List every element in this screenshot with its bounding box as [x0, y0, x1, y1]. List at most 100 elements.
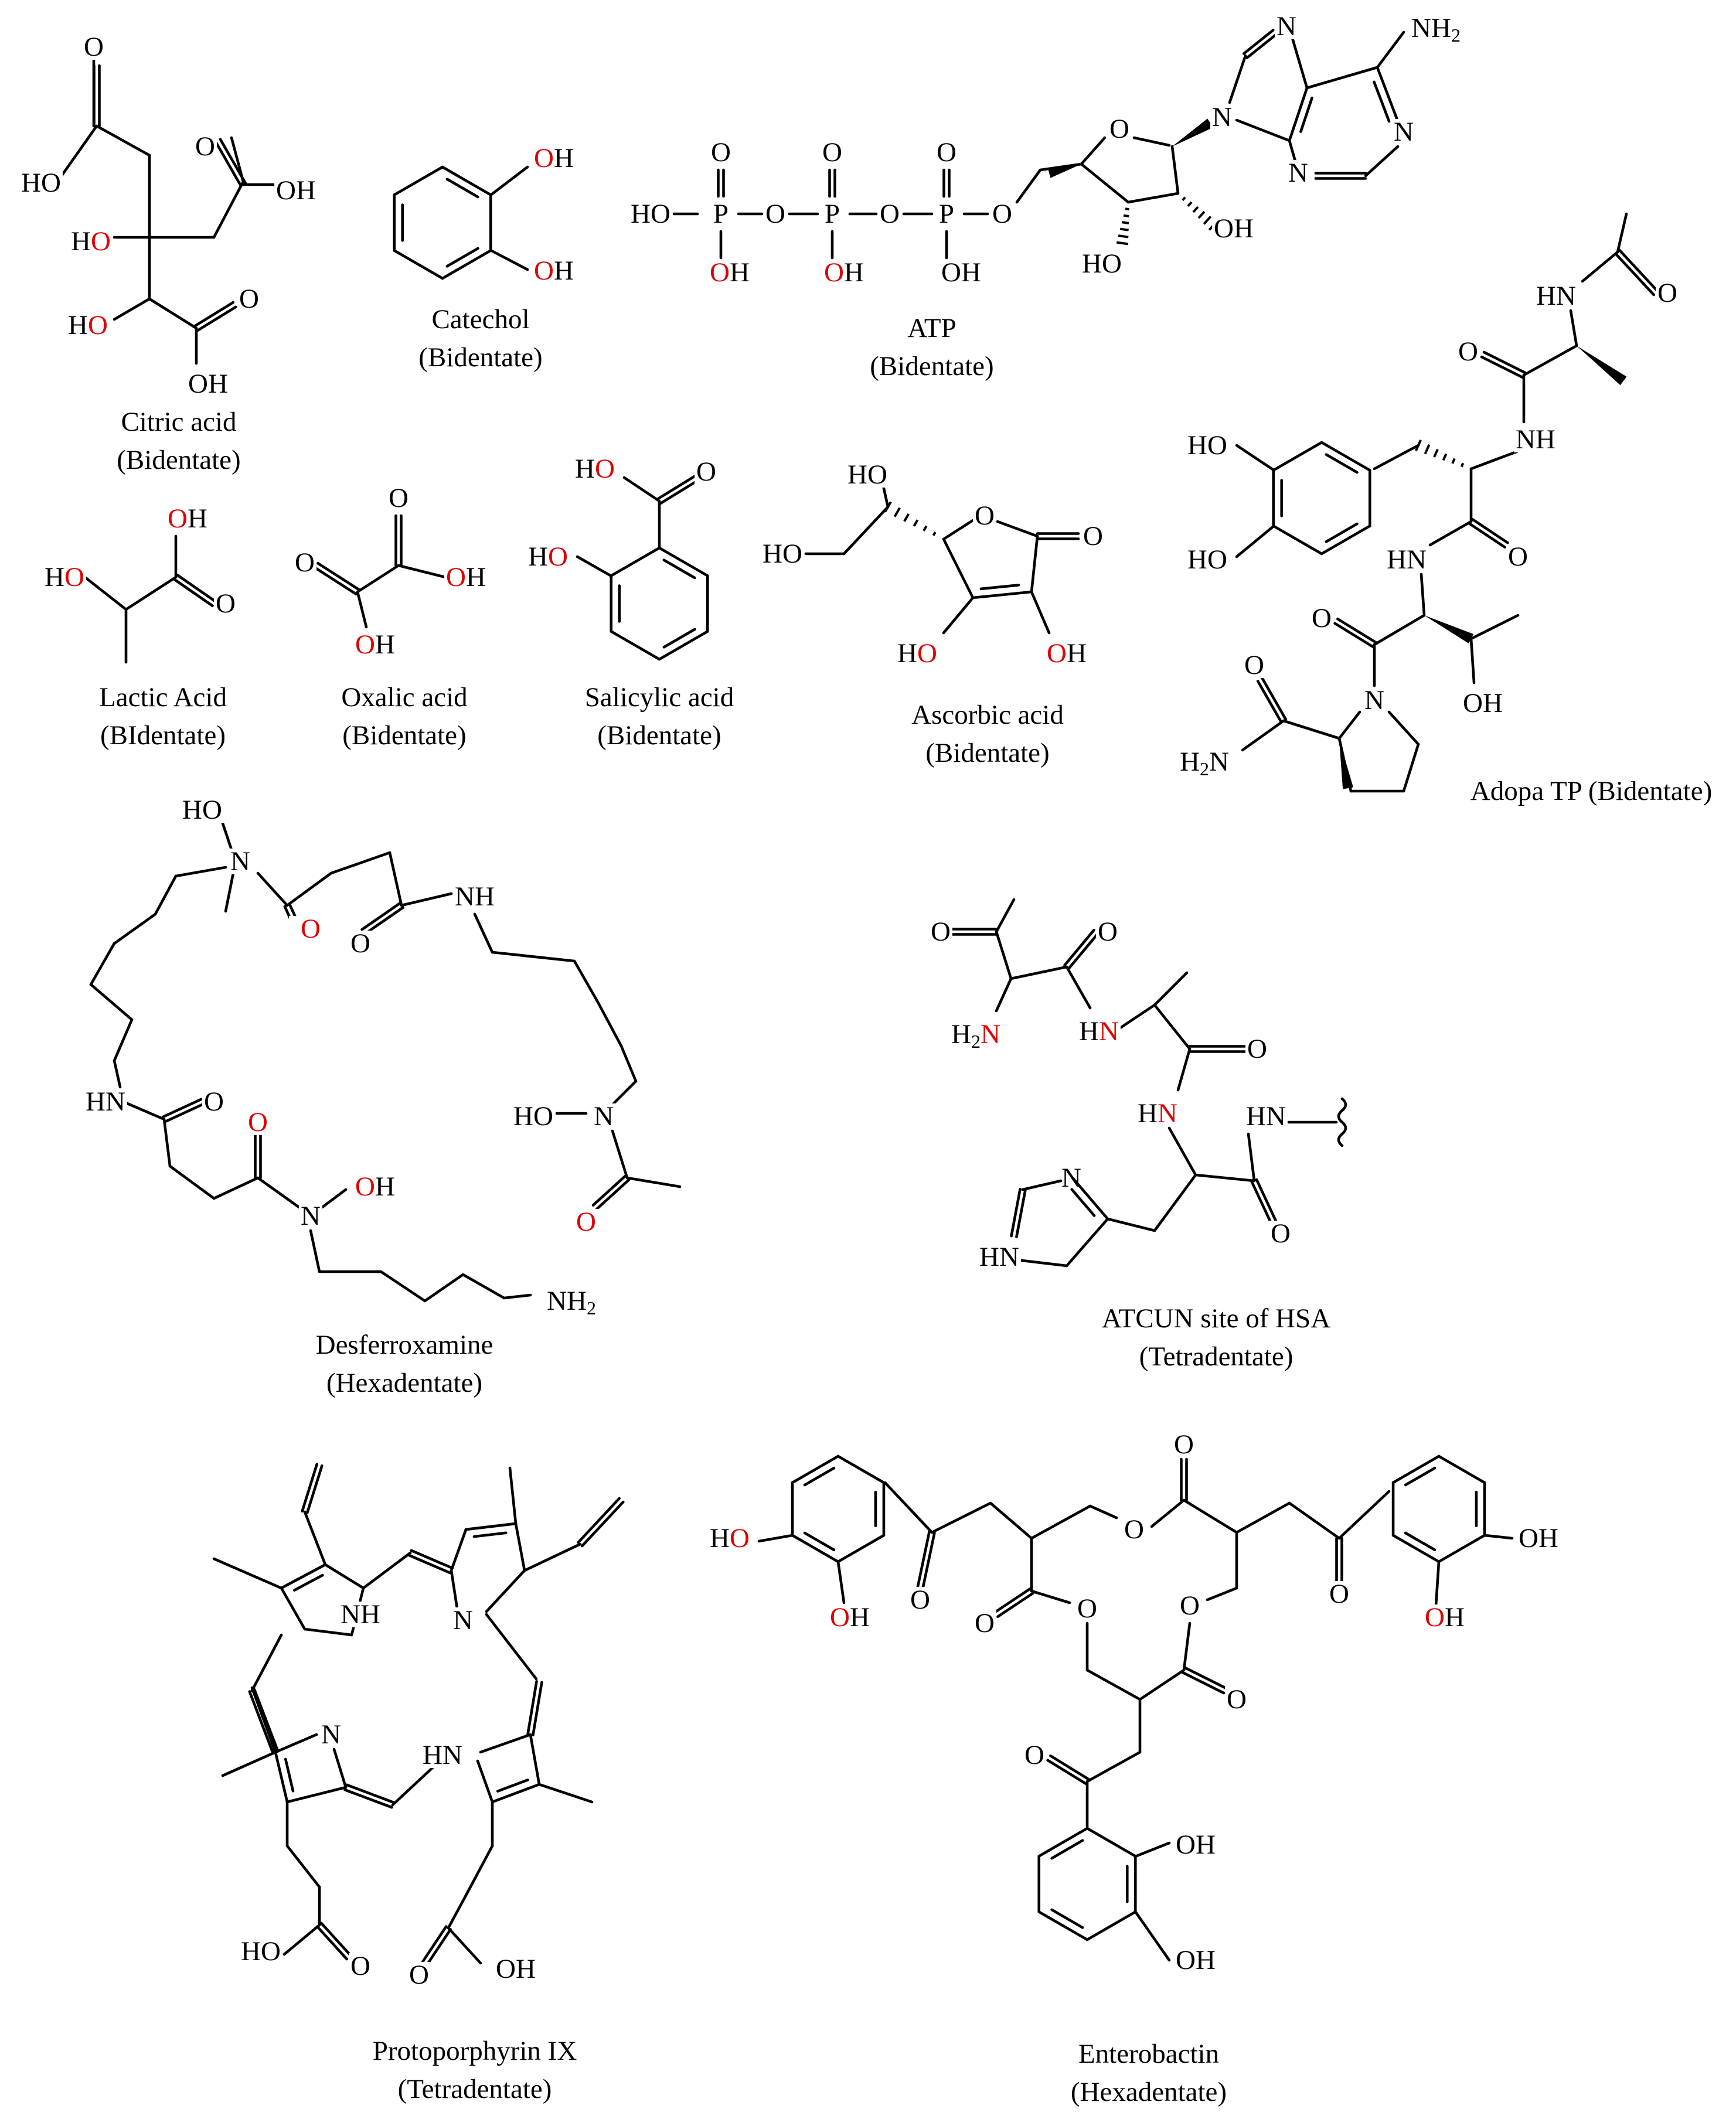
dfo-c5	[162, 1118, 172, 1168]
adopa-thr-o: O	[1312, 603, 1332, 633]
ent-ring-bottom-bond-5	[1037, 1827, 1089, 1858]
ent-core-7	[1085, 1668, 1142, 1701]
ascorbic-c2-c3	[971, 590, 1033, 599]
adenine-c4-c5-inner	[1299, 96, 1313, 133]
adopa-hn3: HN	[1387, 544, 1427, 575]
adopa-dopa-ring-bond-1	[1320, 524, 1371, 556]
dfo-o-n	[221, 822, 233, 851]
adopa-dopa-carbonyl-2	[1471, 517, 1509, 544]
ascorbic-c4-o	[942, 519, 975, 541]
citric-o3: O	[239, 284, 259, 314]
ppix-meso-2b-2	[532, 1681, 543, 1737]
adopa-ho1: HO	[1187, 430, 1227, 461]
dfo-c4-carbonyl-2	[363, 906, 404, 935]
ppix-meso-1b-2	[410, 1549, 454, 1570]
ppix-cooh-c-carbonyl	[421, 1925, 448, 1963]
atcun-hn2: HN	[1079, 1016, 1119, 1047]
citric-o2: O	[195, 131, 215, 162]
ribose-o: O	[1109, 114, 1129, 144]
ppix-d-3	[274, 1733, 318, 1754]
atcun-hn3: HN	[1138, 1098, 1177, 1129]
atcun-ca3-c	[1194, 1173, 1256, 1183]
ribose-c2-c3	[1126, 192, 1180, 204]
ppix-meso-4-2	[248, 1690, 275, 1755]
ppix-b-1	[450, 1528, 468, 1572]
atcun-c2-carbonyl	[1067, 932, 1100, 970]
dfo-oh5: OH	[355, 1171, 395, 1202]
adenine-n3: N	[1288, 158, 1308, 188]
ent-ring-right-bond-3	[1437, 1534, 1486, 1563]
citric-o1: O	[84, 32, 104, 62]
caption-catechol: Catechol	[431, 304, 529, 335]
dfo-c1-c2	[285, 871, 333, 907]
ppix-b-5	[450, 1569, 459, 1610]
dfo-c4-carbonyl	[360, 902, 401, 931]
ent-core-o2: O	[1180, 1590, 1200, 1621]
adopa-thr-wedge	[1424, 615, 1474, 644]
ent-right-ketone-o: O	[1329, 1579, 1349, 1609]
dfo-c6	[168, 1164, 216, 1200]
caption-citric-acid: Citric acid	[121, 407, 236, 437]
ribose-c1-n-wedge	[1172, 118, 1213, 147]
adopa-dopa-ring-bond-1-inner	[1325, 522, 1359, 543]
imid-n3-c2	[1021, 1179, 1063, 1191]
dfo-chain-1	[473, 912, 494, 954]
dfo-rc-2	[379, 1270, 427, 1303]
ent-ring-right-bond-0	[1391, 1454, 1441, 1484]
oxalic-oh1: OH	[446, 562, 486, 592]
atp-p3-oxo-o: O	[937, 137, 956, 168]
ppix-d-1	[332, 1747, 348, 1789]
ascorbic-c2-c3-inner	[979, 584, 1020, 591]
ppix-a-2	[303, 1627, 353, 1637]
ppix-ho-d: HO	[241, 1936, 281, 1967]
ent-left-ketone-o: O	[910, 1585, 930, 1615]
lactic-c2-oh	[83, 575, 128, 611]
caption-lactic-acid-denticity: (BIdentate)	[100, 720, 226, 751]
citric-oh2: OH	[276, 175, 316, 206]
ent-ring-left-bond-4-inner	[803, 1466, 836, 1487]
adopa-nh2: NH	[1516, 424, 1555, 455]
ppix-a-4	[324, 1563, 365, 1590]
oxalic-c1-oh	[397, 564, 447, 579]
dfo-lc-2	[113, 912, 157, 945]
ppix-c-db	[491, 1783, 541, 1804]
adenine-c5-c6	[1305, 66, 1379, 90]
ppix-meso-1	[362, 1551, 412, 1590]
lactic-carbonyl-2	[176, 574, 217, 603]
dfo-n5: N	[301, 1201, 321, 1231]
oxalic-oh2: OH	[355, 629, 395, 660]
ent-ring-bottom-bond-3-inner	[1050, 1908, 1084, 1929]
citric-c4-oh-bond	[113, 297, 151, 321]
ascorbic-oh2: OH	[1047, 638, 1087, 669]
ent-right-aryl-co	[1337, 1490, 1391, 1540]
dfo-c2-c3	[329, 851, 392, 875]
imid-hn1: HN	[979, 1242, 1019, 1272]
adopa-ca1-c	[1522, 344, 1578, 377]
ribose-c3-oh-hash	[1116, 207, 1129, 246]
ent-ring-bottom-bond-0	[1085, 1827, 1137, 1858]
ent-ring-right-bond-0-inner	[1404, 1466, 1437, 1487]
lactic-ho: HO	[45, 562, 84, 592]
atcun-c2-carbonyl-2	[1063, 928, 1095, 967]
adopa-dopa-carbonyl	[1468, 522, 1506, 549]
adopa-dopa-o: O	[1508, 541, 1528, 572]
ent-bottom-oh1: OH	[1176, 1830, 1216, 1860]
dfo-o-red-1: O	[301, 914, 321, 944]
ent-bottom-carbonyl-2	[1046, 1759, 1087, 1786]
caption-protoporphyrin: Protoporphyrin IX	[373, 2036, 577, 2066]
adenine-n7-c5	[1291, 36, 1309, 90]
ent-core-o3c: O	[975, 1608, 995, 1638]
ribose-c4-o	[1080, 136, 1107, 166]
ent-left-ho: HO	[710, 1523, 750, 1554]
atcun-c-n3	[1176, 1047, 1192, 1092]
ppix-a-1	[280, 1586, 307, 1631]
adopa-pro-cd	[1387, 710, 1420, 746]
ent-right-ch2	[1235, 1501, 1291, 1534]
ent-left-carbonyl	[916, 1530, 931, 1589]
atcun-me-1	[995, 898, 1016, 934]
bond-layer	[60, 29, 1659, 1966]
citric-oh3: OH	[188, 369, 228, 399]
atp-p3: P	[939, 199, 954, 229]
adenine-c4-n3	[1288, 139, 1297, 163]
ent-core-1b	[1088, 1504, 1118, 1520]
